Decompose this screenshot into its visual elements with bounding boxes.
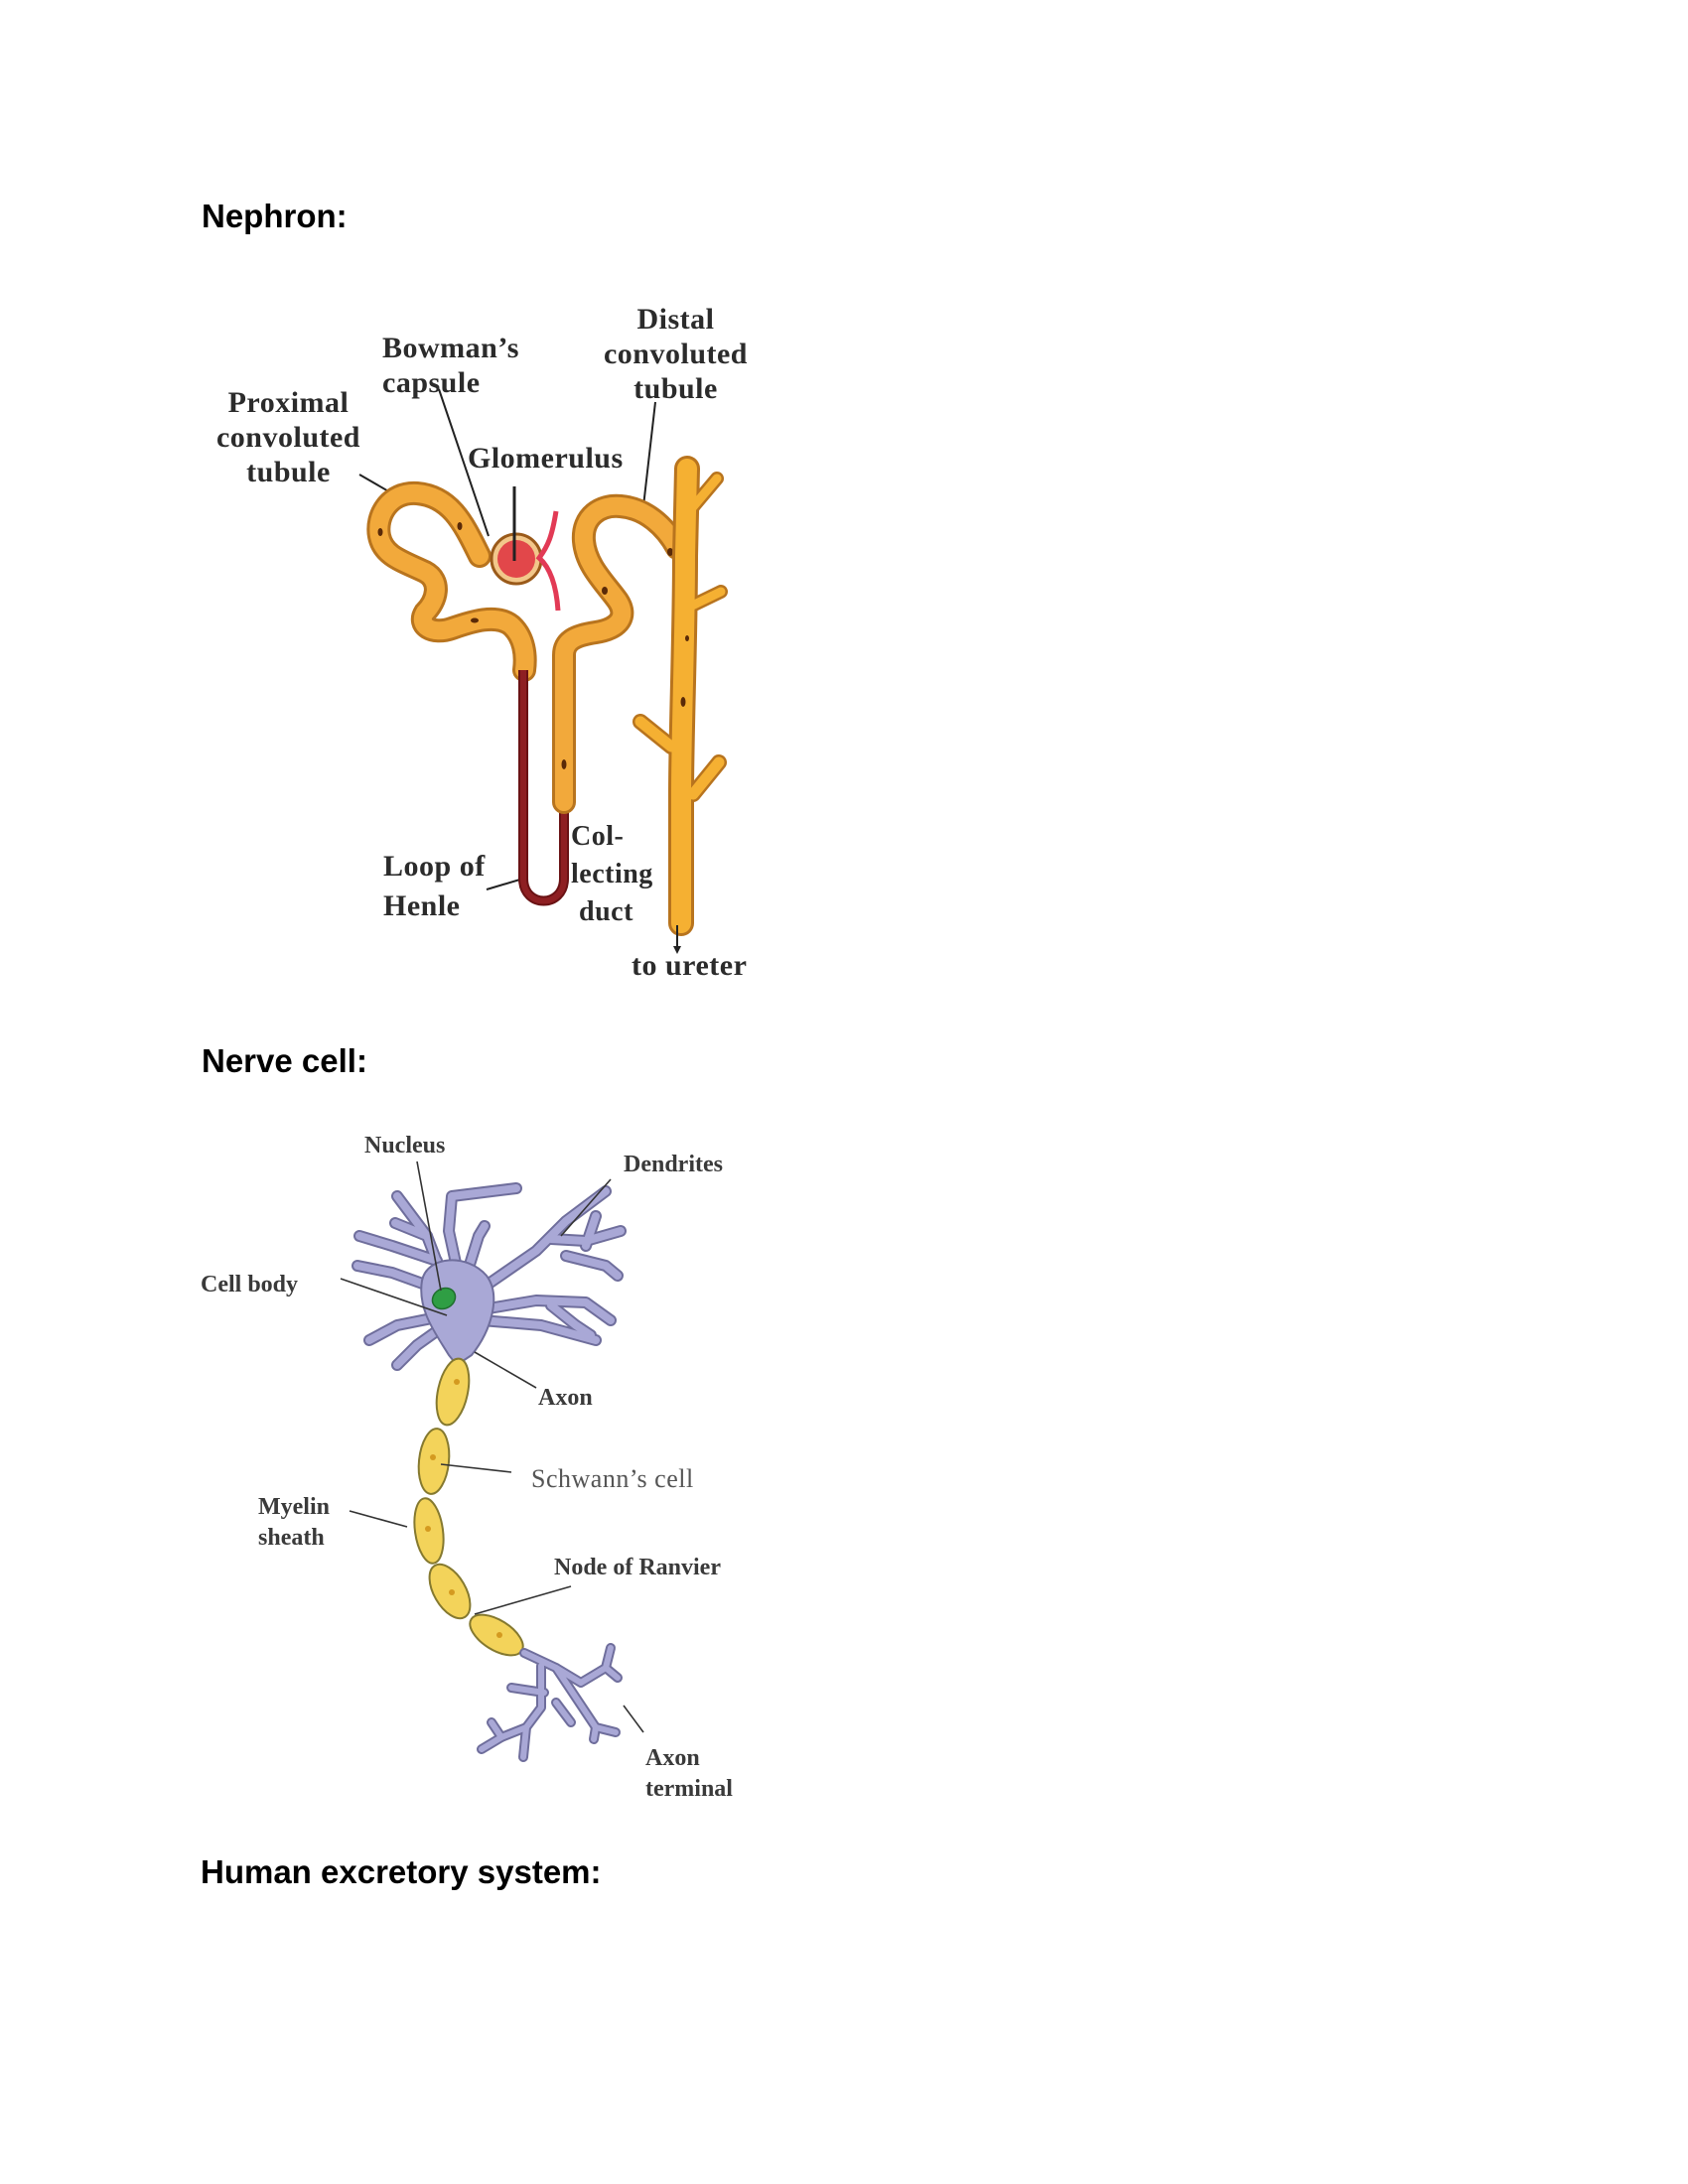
label-line: Distal [636,303,715,336]
heading-nephron: Nephron: [202,198,348,234]
label-myelin-sheath: Myelin sheath [258,1492,330,1554]
label-line: Henle [383,889,461,922]
label-schwanns-cell: Schwann’s cell [531,1463,694,1494]
label-line: Loop of [383,850,486,883]
label-line: Glomerulus [468,442,624,475]
label-line: duct [579,896,633,927]
cell-body-with-dendrites [352,1182,627,1371]
label-line: Bowman’s [382,332,519,364]
label-line: convoluted [603,338,748,370]
label-line: Dendrites [624,1152,723,1177]
label-line: capsule [382,366,481,399]
label-line: Node of Ranvier [554,1555,721,1580]
bowmans-capsule [490,486,561,612]
label-line: tubule [633,372,718,405]
label-line: Myelin [258,1494,330,1520]
label-line: Nucleus [364,1133,446,1159]
label-distal-convoluted-tubule: Distal convoluted tubule [594,302,758,406]
label-line: Axon [645,1745,700,1771]
label-nucleus: Nucleus [364,1131,445,1161]
nerve-leader-lines [340,1160,644,1733]
label-collecting-duct: Col- lecting duct [571,818,653,931]
loop-of-henle [518,670,569,906]
label-dendrites: Dendrites [624,1150,723,1180]
axon-terminal [477,1643,623,1762]
label-line: Col- [571,821,625,852]
label-bowmans-capsule: Bowman’s capsule [382,331,519,400]
label-axon: Axon [538,1383,593,1414]
label-line: Cell body [201,1272,299,1297]
schwann-cell-nuclei [425,1379,502,1638]
label-line: Schwann’s cell [531,1464,694,1493]
nucleus [431,1287,457,1310]
label-line: sheath [258,1525,325,1551]
label-axon-terminal: Axon terminal [645,1743,733,1805]
label-line: to ureter [632,949,748,982]
label-loop-of-henle: Loop of Henle [383,847,486,926]
label-line: lecting [571,859,653,889]
proximal-tubule [366,481,537,682]
label-line: tubule [246,456,331,488]
label-proximal-convoluted-tubule: Proximal convoluted tubule [207,385,370,489]
distal-tubule [552,493,689,814]
label-line: terminal [645,1776,733,1802]
heading-human-excretory-system: Human excretory system: [201,1853,602,1890]
label-line: convoluted [215,421,360,454]
label-glomerulus: Glomerulus [468,441,624,476]
label-line: Proximal [227,386,350,419]
label-cell-body: Cell body [201,1270,298,1300]
label-line: Axon [538,1385,593,1411]
label-node-of-ranvier: Node of Ranvier [554,1553,721,1583]
myelin-sheath [413,1357,524,1657]
label-to-ureter: to ureter [632,948,747,983]
heading-nerve-cell: Nerve cell: [202,1042,367,1079]
